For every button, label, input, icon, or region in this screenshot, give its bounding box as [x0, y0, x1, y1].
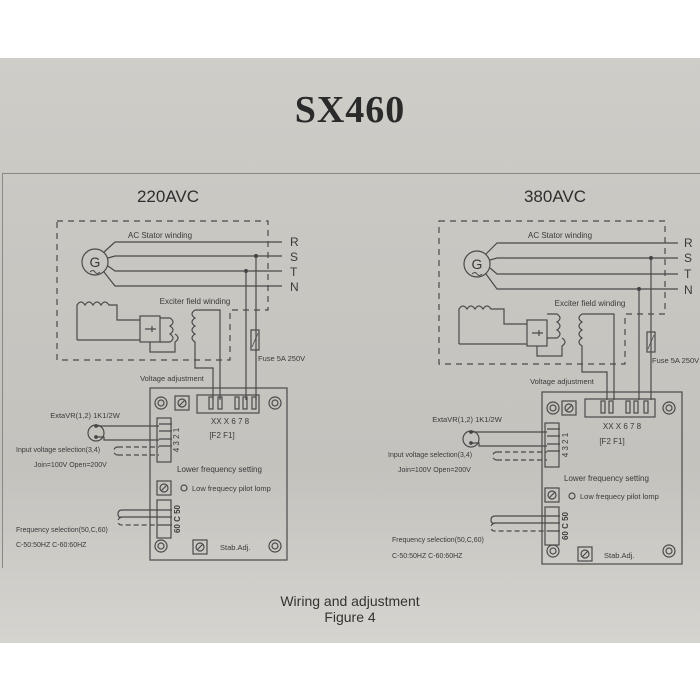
lower-frequency-trimpot-icon[interactable] [544, 487, 560, 503]
generator-enclosure [56, 220, 269, 361]
document-title: SX460 [294, 89, 406, 131]
frequency-selection-label: Frequency selection(50,C,60) [392, 537, 484, 544]
frequency-pin-header [156, 499, 172, 539]
svg-text:G: G [90, 254, 101, 270]
pin-numbers: 4 3 2 1 [172, 427, 181, 452]
pin-numbers: 4 3 2 1 [561, 432, 570, 457]
voltage-trimpot-icon[interactable] [174, 395, 190, 411]
voltage-adjustment-label: Voltage adjustment [530, 377, 595, 386]
generator-icon: G [463, 250, 491, 278]
stab-adj-label: Stab.Adj. [220, 543, 250, 552]
extvr-label: ExtaVR(1,2) 1K1/2W [50, 411, 121, 420]
terminal-block-top [584, 398, 656, 418]
generator-icon: G [81, 248, 109, 276]
stab-adj-label: Stab.Adj. [604, 551, 634, 560]
panel-heading: 380AVC [524, 187, 586, 206]
frequency-selection-values: C-50:50HZ C-60:60HZ [16, 542, 87, 549]
frame-top-border [2, 173, 700, 174]
frequency-pin-labels: 60 C 50 [561, 511, 570, 540]
exciter-coil-icon [76, 301, 140, 340]
avr-board [149, 387, 288, 561]
lower-frequency-label: Lower frequency setting [177, 465, 262, 474]
terminal-labels: XX X 6 7 8 [211, 417, 250, 426]
fuse-label: Fuse 5A 250V [652, 356, 699, 365]
frequency-pin-header [544, 506, 560, 546]
stability-trimpot-icon[interactable] [577, 546, 593, 562]
fuse-icon [250, 329, 260, 351]
fuse-label: Fuse 5A 250V [258, 354, 305, 363]
terminal-block-top [196, 394, 260, 414]
terminal-labels: XX X 6 7 8 [603, 422, 642, 431]
figure-number: Figure 4 [324, 609, 376, 625]
input-selection-values: Join=100V Open=200V [34, 462, 107, 469]
pilot-lamp-icon [180, 484, 188, 492]
phase-t: T [290, 265, 298, 279]
mounting-hole-icon [546, 544, 560, 558]
frequency-jumper-icon [117, 509, 159, 518]
mounting-hole-icon [154, 396, 168, 410]
panel-380avc: 380AVC AC Stator winding G R S T N Excit… [388, 187, 699, 565]
exciter-label: Exciter field winding [160, 297, 231, 306]
phase-t: T [684, 267, 692, 281]
mounting-hole-icon [268, 396, 282, 410]
panel-220avc: 220AVC AC Stator winding G R S T N Excit… [16, 187, 305, 561]
pin-header-1-4 [544, 422, 560, 468]
phase-n: N [684, 283, 693, 297]
extvr-label: ExtaVR(1,2) 1K1/2W [432, 415, 503, 424]
generator-enclosure [438, 220, 666, 365]
field-labels: [F2 F1] [599, 437, 624, 446]
phase-s: S [684, 251, 692, 265]
figure-caption: Wiring and adjustment [280, 593, 420, 609]
pilot-lamp-icon [568, 492, 576, 500]
pilot-lamp-label: Low frequecy pilot lomp [192, 484, 271, 493]
frame-left-border [2, 173, 3, 568]
lower-frequency-trimpot-icon[interactable] [156, 480, 172, 496]
stator-label: AC Stator winding [128, 231, 192, 240]
avr-board [541, 391, 683, 565]
svg-text:G: G [472, 256, 483, 272]
input-selection-label: Input voltage selection(3,4) [16, 447, 100, 454]
fuse-icon [646, 331, 656, 353]
stability-trimpot-icon[interactable] [192, 539, 208, 555]
pilot-lamp-label: Low frequecy pilot lomp [580, 492, 659, 501]
frequency-pin-labels: 60 C 50 [173, 504, 182, 533]
paper-sheet [0, 58, 700, 643]
input-selection-label: Input voltage selection(3,4) [388, 452, 472, 459]
input-jumper-icon [113, 446, 159, 456]
voltage-adjustment-label: Voltage adjustment [140, 374, 205, 383]
external-potentiometer-icon [462, 430, 547, 448]
mounting-hole-icon [662, 401, 676, 415]
phase-r: R [290, 235, 299, 249]
input-jumper-icon [492, 451, 547, 461]
mounting-hole-icon [154, 539, 168, 553]
frequency-jumper-icon [490, 515, 547, 524]
frequency-selection-values: C-50:50HZ C-60:60HZ [392, 553, 463, 560]
mounting-hole-icon [662, 544, 676, 558]
lower-frequency-label: Lower frequency setting [564, 474, 649, 483]
phase-s: S [290, 250, 298, 264]
voltage-trimpot-icon[interactable] [561, 400, 577, 416]
mounting-hole-icon [546, 401, 560, 415]
phase-n: N [290, 280, 299, 294]
stator-label: AC Stator winding [528, 231, 592, 240]
external-potentiometer-icon [87, 424, 159, 442]
field-labels: [F2 F1] [209, 431, 234, 440]
mounting-hole-icon [268, 539, 282, 553]
phase-r: R [684, 236, 693, 250]
frequency-selection-label: Frequency selection(50,C,60) [16, 527, 108, 534]
exciter-coil-icon [458, 305, 527, 344]
input-selection-values: Join=100V Open=200V [398, 467, 471, 474]
exciter-label: Exciter field winding [555, 299, 626, 308]
panel-heading: 220AVC [137, 187, 199, 206]
